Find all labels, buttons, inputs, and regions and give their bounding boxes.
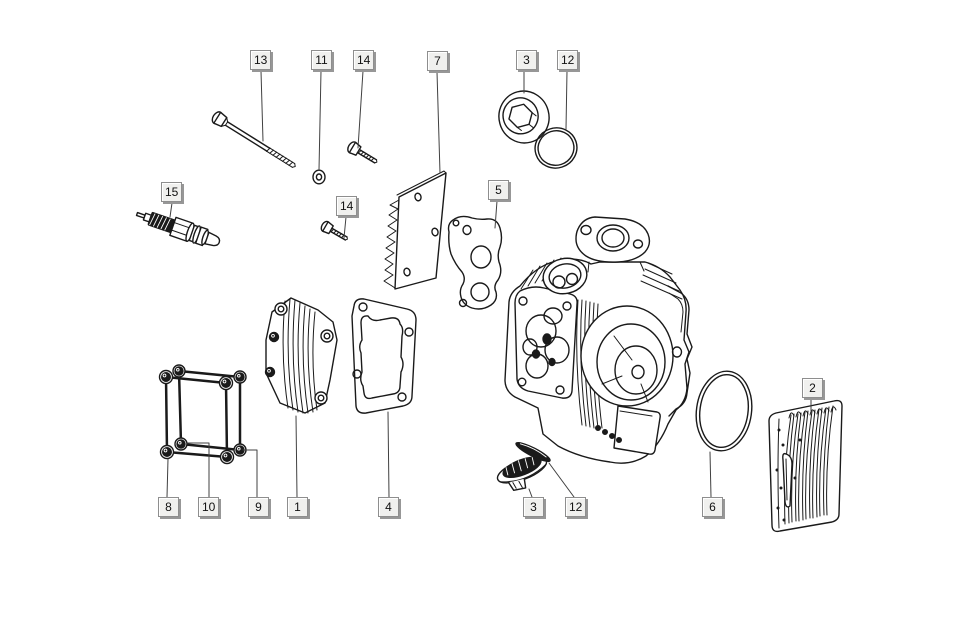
callout-label-13[interactable]: 13 bbox=[250, 50, 272, 70]
leader-line-6 bbox=[709, 451, 712, 498]
callout-label-5[interactable]: 5 bbox=[488, 180, 509, 200]
leader-line-1 bbox=[295, 415, 298, 498]
callout-label-11[interactable]: 11 bbox=[311, 50, 332, 70]
callout-label-3-2[interactable]: 3 bbox=[523, 497, 544, 517]
part-8-9-10-stud-set bbox=[158, 364, 247, 465]
callout-label-2[interactable]: 2 bbox=[802, 378, 823, 398]
callout-label-7[interactable]: 7 bbox=[427, 51, 448, 71]
leader-line-12-2 bbox=[548, 462, 575, 498]
callout-label-15[interactable]: 15 bbox=[161, 182, 183, 202]
part-1-head-side-cover bbox=[264, 297, 338, 414]
leader-line-14-2 bbox=[343, 216, 347, 239]
part-12-o-ring-bottom bbox=[515, 441, 551, 463]
part-3-cap-top bbox=[498, 90, 550, 144]
part-15-spark-plug bbox=[135, 211, 221, 247]
leader-lines-layer bbox=[166, 70, 812, 498]
part-14-screw-upper bbox=[347, 141, 378, 164]
callout-label-9[interactable]: 9 bbox=[248, 497, 269, 517]
callout-label-4[interactable]: 4 bbox=[378, 497, 399, 517]
leader-line-11 bbox=[318, 70, 322, 171]
callout-label-12-2[interactable]: 12 bbox=[565, 497, 587, 517]
cap-nuts bbox=[158, 364, 247, 465]
callout-label-14[interactable]: 14 bbox=[353, 50, 375, 70]
leader-line-12 bbox=[565, 70, 568, 130]
part-13-stud-bolt bbox=[211, 111, 296, 168]
callout-label-14-2[interactable]: 14 bbox=[336, 196, 358, 216]
leader-line-3-2 bbox=[528, 488, 533, 498]
part-6-o-ring bbox=[695, 370, 753, 452]
leader-line-7 bbox=[436, 71, 441, 174]
part-14-screw-lower bbox=[320, 220, 348, 241]
callout-label-10[interactable]: 10 bbox=[198, 497, 220, 517]
part-cylinder-head bbox=[504, 216, 693, 464]
callout-label-6[interactable]: 6 bbox=[702, 497, 723, 517]
leader-line-4 bbox=[387, 411, 390, 498]
part-4-head-gasket bbox=[351, 298, 417, 414]
callout-label-1[interactable]: 1 bbox=[287, 497, 308, 517]
leader-line-13 bbox=[260, 70, 264, 142]
part-5-gasket bbox=[447, 215, 503, 310]
part-3-cap-bottom bbox=[496, 456, 548, 492]
leader-line-10 bbox=[186, 442, 210, 498]
callout-label-12[interactable]: 12 bbox=[557, 50, 579, 70]
leader-line-8 bbox=[166, 458, 169, 498]
callout-label-8[interactable]: 8 bbox=[158, 497, 179, 517]
leader-line-9 bbox=[242, 449, 258, 498]
part-11-nut bbox=[312, 169, 326, 185]
part-12-o-ring-top bbox=[534, 127, 578, 169]
part-7-baffle-plate bbox=[383, 170, 447, 290]
leader-line-5 bbox=[494, 200, 498, 229]
leader-line-14 bbox=[357, 70, 364, 149]
callout-label-3[interactable]: 3 bbox=[516, 50, 537, 70]
leader-line-15 bbox=[169, 202, 173, 218]
part-2-finned-cover bbox=[768, 399, 843, 533]
